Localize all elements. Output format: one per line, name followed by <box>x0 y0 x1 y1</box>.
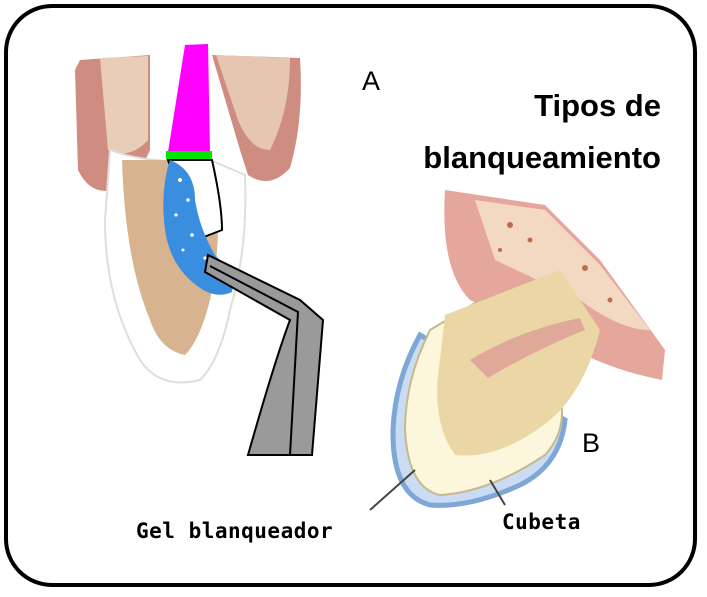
bone-left-a <box>100 56 148 153</box>
gel-label: Gel blanqueador <box>136 519 333 543</box>
panel-b-label: B <box>582 428 600 459</box>
tray-label: Cubeta <box>502 510 581 534</box>
tooth-b-figure <box>370 190 665 510</box>
panel-a-label: A <box>362 66 380 97</box>
root-canal-fill <box>168 44 210 152</box>
canal-seal <box>166 151 212 159</box>
title-line-2: blanqueamiento <box>423 140 661 176</box>
tooth-a-figure <box>75 44 323 455</box>
title-line-1: Tipos de <box>534 88 661 124</box>
tooth-dentin-b <box>437 270 600 456</box>
